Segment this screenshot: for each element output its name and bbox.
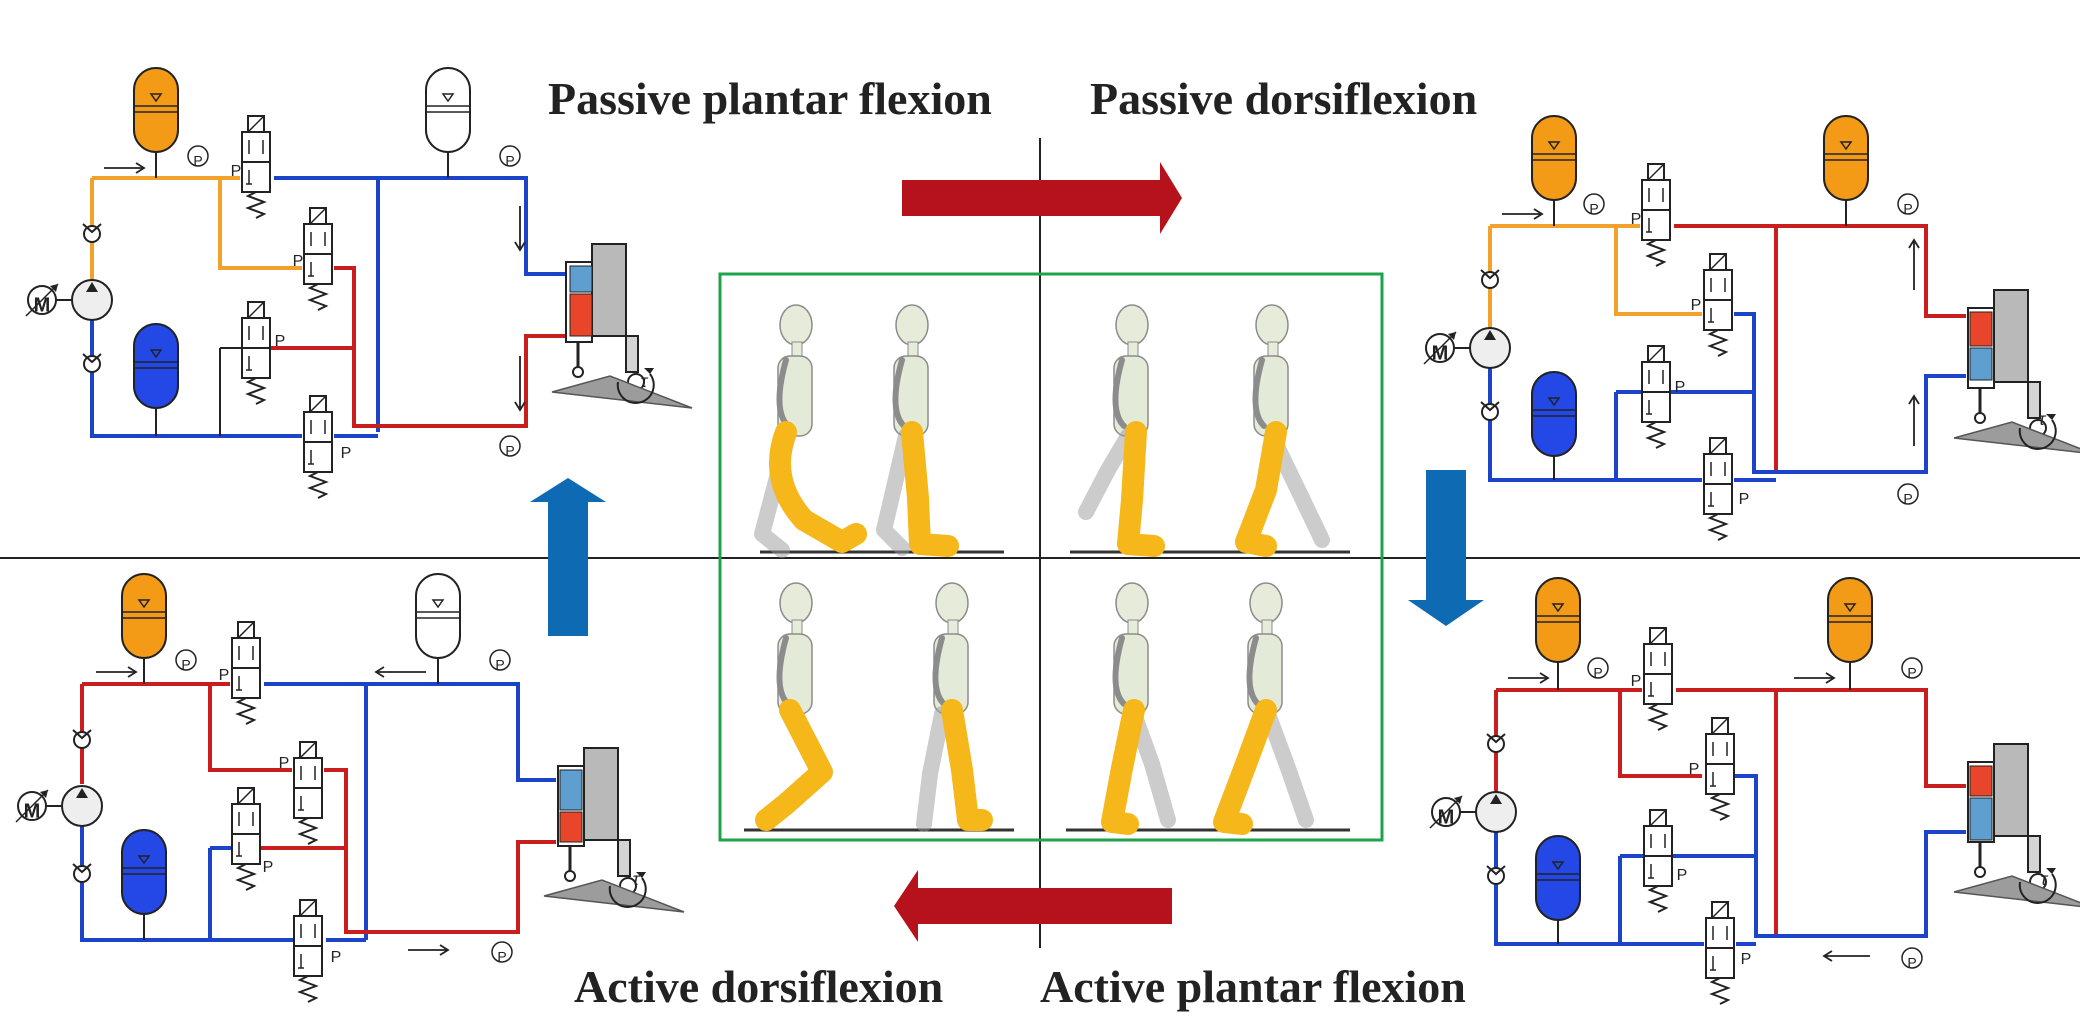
torque-symbol: τ [641,371,649,391]
valve-port-label: P [1741,951,1752,968]
cycle-arrow-right [902,162,1182,234]
gait-figure [754,305,867,558]
torque-symbol: τ [2039,409,2047,429]
valve-port-label: P [275,333,286,350]
valve-port-label: P [279,755,290,772]
pressure-gauge-label: P [505,443,514,459]
valve-port-label: P [293,253,304,270]
pressure-gauge-label: P [495,657,504,673]
pressure-gauge-label: P [1907,955,1916,971]
pressure-gauge-label: P [1589,201,1598,217]
motor-symbol: M [1438,806,1455,828]
pressure-gauge-label: P [193,153,202,169]
motor-symbol: M [1432,342,1449,364]
pressure-gauge-label: P [1903,491,1912,507]
valve-port-label: P [331,949,342,966]
circuit-active-plantar-flexion [1429,577,2080,1005]
motor-symbol: M [34,294,51,316]
label-active-dorsiflexion: Active dorsiflexion [574,961,944,1012]
label-passive-plantar-flexion: Passive plantar flexion [548,73,992,124]
valve-port-label: P [1631,673,1642,690]
valve-port-label: P [1677,867,1688,884]
valve-port-label: P [263,859,274,876]
circuit-passive-plantar-flexion [25,67,694,499]
gait-figure [1101,583,1176,835]
pressure-gauge-label: P [505,153,514,169]
gait-figure [916,583,993,832]
valve-port-label: P [1689,761,1700,778]
valve-port-label: P [1739,491,1750,508]
gait-frame [718,272,1384,842]
valve-port-label: P [219,667,230,684]
circuit-symbol-labels: M M M M P P P P P P P P P P P P P P P P P P P P P P P P P P P Pτ τ τ τ [24,153,2049,971]
valve-port-label: P [231,163,242,180]
pressure-gauge-label: P [1907,665,1916,681]
gait-figure [876,305,959,557]
pressure-gauge-label: P [181,657,190,673]
label-active-plantar-flexion: Active plantar flexion [1040,961,1466,1012]
circuit-active-dorsiflexion [15,573,686,1003]
pressure-gauge-label: P [1593,665,1602,681]
gait-figure [1235,305,1330,557]
pressure-gauge-label: P [1903,201,1912,217]
gait-figure [1213,583,1314,835]
valve-port-label: P [1631,211,1642,228]
valve-port-label: P [1675,379,1686,396]
cycle-arrow-left [894,870,1172,942]
label-passive-dorsiflexion: Passive dorsiflexion [1090,73,1478,124]
pressure-gauge-label: P [497,949,506,965]
cycle-arrow-up [530,478,606,636]
torque-symbol: τ [633,869,641,889]
circuit-passive-dorsiflexion [1423,115,2080,541]
torque-symbol: τ [2041,869,2049,889]
motor-symbol: M [24,800,41,822]
gait-figure [755,583,833,831]
valve-port-label: P [341,445,352,462]
gait-figure [1078,305,1165,557]
valve-port-label: P [1691,297,1702,314]
cycle-arrow-down [1408,470,1484,626]
